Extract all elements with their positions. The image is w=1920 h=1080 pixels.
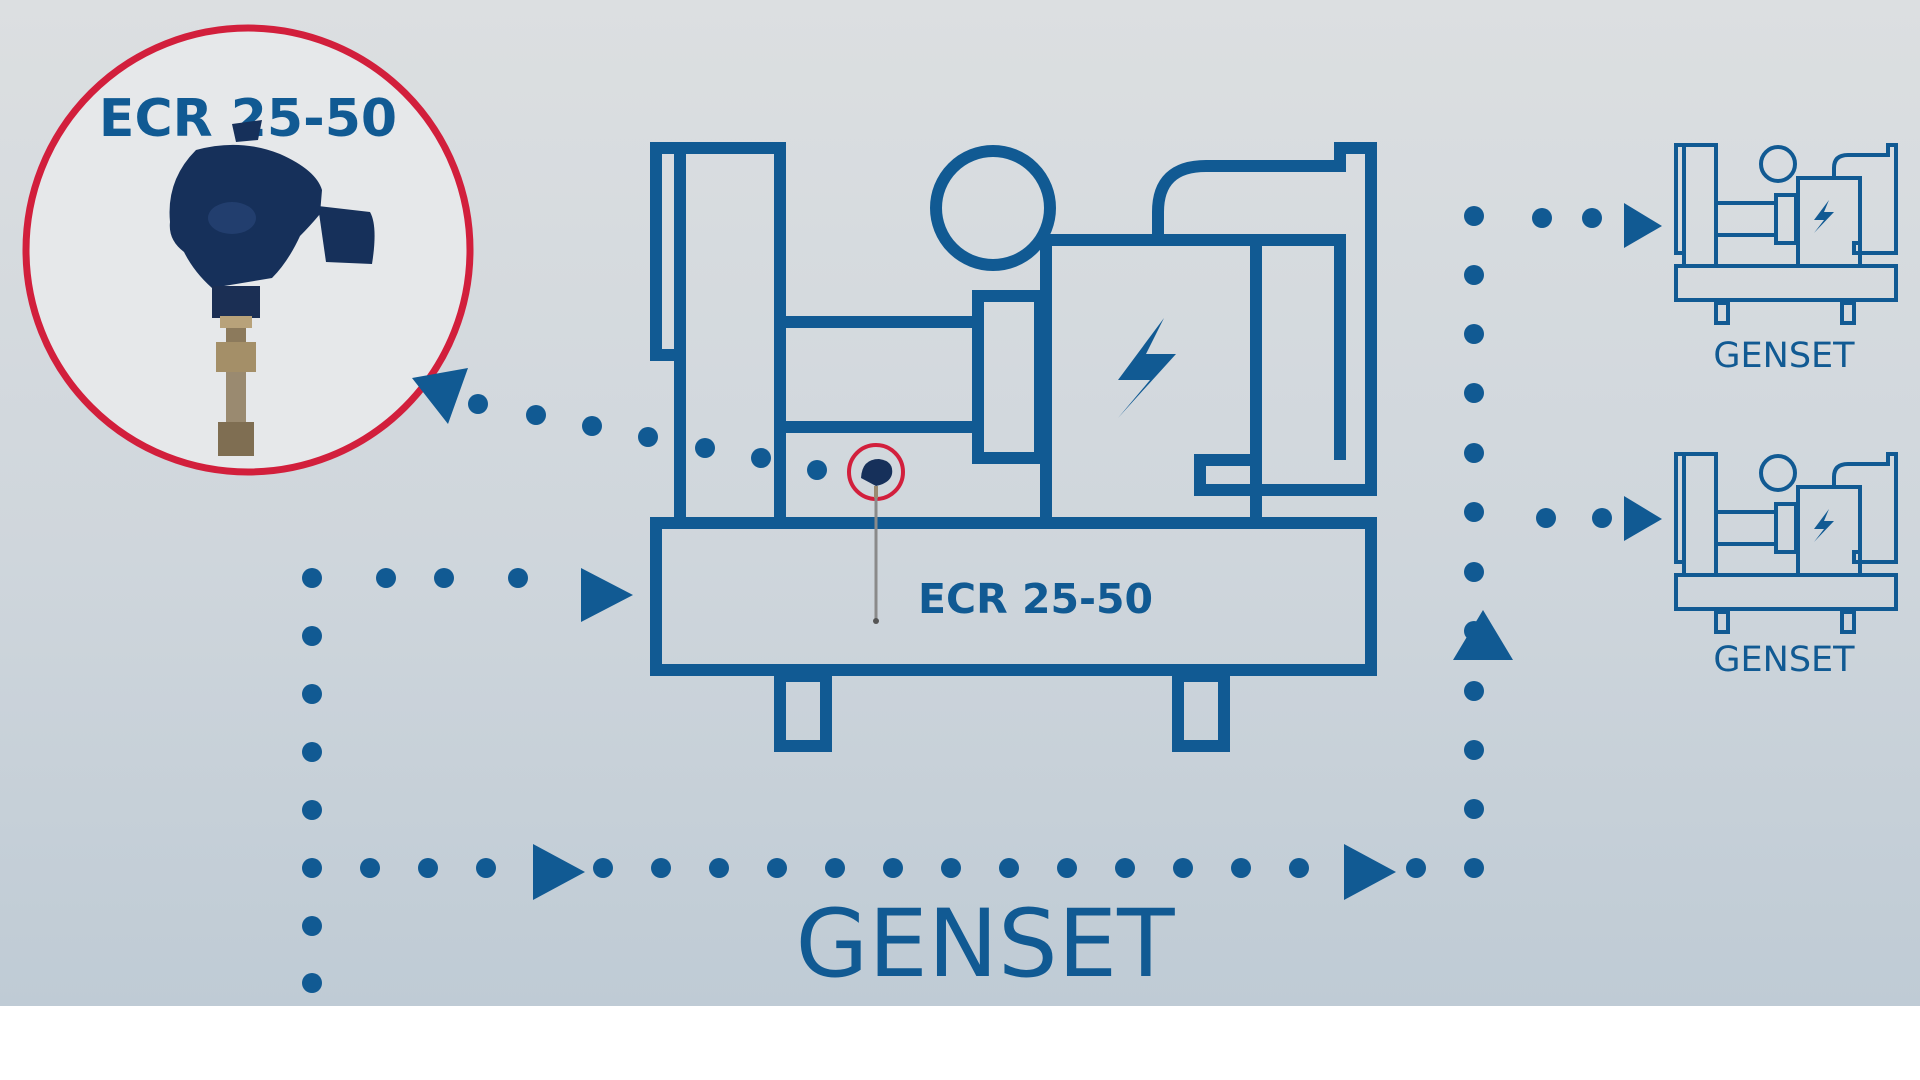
flow-dot <box>1289 858 1309 878</box>
sensor-callout: ECR 25-50 <box>22 24 474 476</box>
genset-tank <box>930 145 1056 271</box>
flow-dot <box>302 742 322 762</box>
arrow-right-icon <box>581 568 633 622</box>
genset-exhaust-pipe <box>1152 142 1377 496</box>
arrow-upleft-icon <box>412 368 468 424</box>
genset-coupling <box>972 290 1046 464</box>
genset-left-fin <box>650 142 680 361</box>
satellite-genset-label: GENSET <box>1713 336 1855 376</box>
genset-diagram: ECR 25-50 ECR 25-50 <box>22 24 1898 999</box>
genset-foot-right <box>1172 670 1230 752</box>
satellite-genset-icon <box>1674 452 1898 634</box>
flow-dot <box>1231 858 1251 878</box>
main-genset-icon <box>650 142 1377 752</box>
flow-dot <box>1532 208 1552 228</box>
flow-dot <box>418 858 438 878</box>
flow-dot <box>508 568 528 588</box>
flow-dot <box>302 916 322 936</box>
flow-dot <box>807 460 827 480</box>
flow-dot <box>1464 858 1484 878</box>
lightning-icon <box>1814 200 1834 233</box>
main-genset-sensor-label: ECR 25-50 <box>918 575 1153 623</box>
sensor-marker <box>847 443 905 624</box>
flow-dot <box>651 858 671 878</box>
satellite-genset-label: GENSET <box>1713 640 1855 680</box>
diagram-canvas: ECR 25-50 ECR 25-50 <box>0 0 1920 1006</box>
flow-dot <box>1464 265 1484 285</box>
genset-base <box>650 517 1377 676</box>
genset-engine-block <box>774 316 984 433</box>
arrow-right-icon <box>1344 844 1396 900</box>
sensor-marker-head <box>861 459 893 486</box>
flow-dot <box>1464 740 1484 760</box>
flow-dot <box>1592 508 1612 528</box>
flow-dots <box>302 206 1612 993</box>
flow-dot <box>1536 508 1556 528</box>
genset-radiator <box>1256 234 1346 460</box>
flow-dot <box>302 858 322 878</box>
flow-dot <box>1464 799 1484 819</box>
main-genset-caption: GENSET <box>795 890 1175 999</box>
flow-dot <box>751 448 771 468</box>
flow-dot <box>302 800 322 820</box>
flow-dot <box>1464 443 1484 463</box>
flow-dot <box>302 684 322 704</box>
temperature-sensor-icon <box>169 120 375 456</box>
flow-dot <box>302 973 322 993</box>
flow-dot <box>526 405 546 425</box>
flow-dot <box>1464 681 1484 701</box>
flow-dot <box>302 568 322 588</box>
arrow-right-icon <box>1624 496 1662 541</box>
flow-dot <box>1406 858 1426 878</box>
satellite-genset-1: GENSET <box>1674 143 1898 376</box>
flow-dot <box>582 416 602 436</box>
flow-dot <box>709 858 729 878</box>
flow-dot <box>360 858 380 878</box>
flow-dot <box>468 394 488 414</box>
flow-dot <box>1115 858 1135 878</box>
arrow-up-icon <box>1453 610 1513 660</box>
flow-dot <box>1582 208 1602 228</box>
flow-dot <box>1057 858 1077 878</box>
flow-dot <box>767 858 787 878</box>
lightning-icon <box>1118 318 1176 418</box>
flow-dot <box>999 858 1019 878</box>
satellite-genset-2: GENSET <box>1674 452 1898 680</box>
flow-dot <box>825 858 845 878</box>
flow-dot <box>1464 206 1484 226</box>
flow-dot <box>1173 858 1193 878</box>
arrow-right-icon <box>533 844 585 900</box>
genset-alternator <box>1040 234 1262 529</box>
flow-dot <box>1464 383 1484 403</box>
flow-dot <box>695 438 715 458</box>
sensor-marker-tip <box>873 618 879 624</box>
flow-dot <box>1464 562 1484 582</box>
arrow-right-icon <box>1624 203 1662 248</box>
flow-dot <box>1464 502 1484 522</box>
flow-dot <box>941 858 961 878</box>
flow-dot <box>302 626 322 646</box>
flow-dot <box>476 858 496 878</box>
flow-dot <box>376 568 396 588</box>
flow-dot <box>593 858 613 878</box>
satellite-genset-icon <box>1674 143 1898 325</box>
flow-dot <box>434 568 454 588</box>
flow-dot <box>883 858 903 878</box>
lightning-icon <box>1814 509 1834 542</box>
flow-dot <box>1464 324 1484 344</box>
flow-dot <box>638 427 658 447</box>
genset-foot-left <box>774 670 832 752</box>
